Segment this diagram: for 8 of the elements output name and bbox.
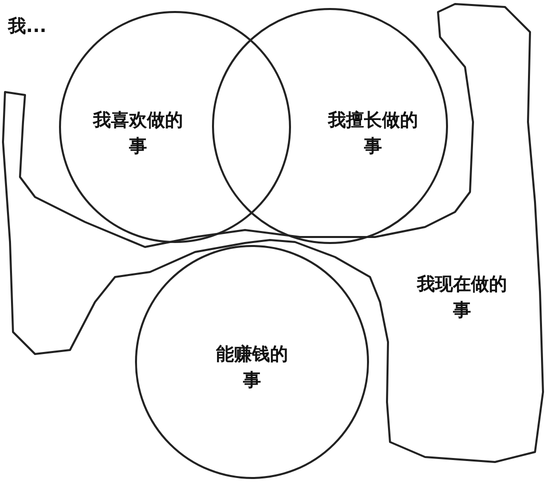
region-label: 我喜欢做的事: [92, 109, 184, 159]
region-label: 我现在做的事: [416, 273, 508, 323]
venn-circle: [135, 245, 369, 479]
region-label: 我擅长做的事: [326, 109, 419, 159]
venn-circle: [212, 8, 448, 244]
venn-circle: [59, 11, 291, 243]
title: 我...: [8, 15, 47, 38]
region-label: 能赚钱的事: [215, 343, 289, 393]
